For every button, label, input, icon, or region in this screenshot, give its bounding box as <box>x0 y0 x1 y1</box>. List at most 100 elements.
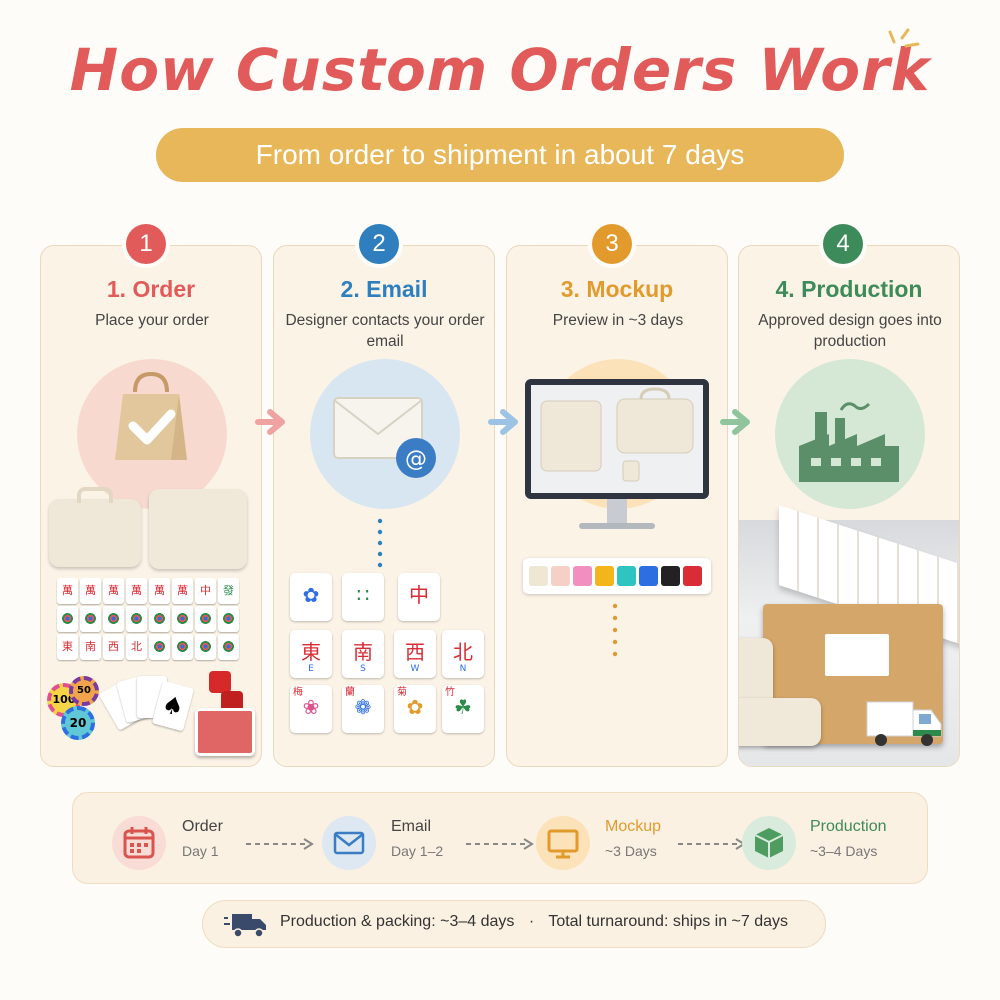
flower-tile-bamboo: 竹☘ <box>442 685 484 733</box>
step-badge-2: 2 <box>359 224 399 264</box>
flower-label: 蘭 <box>345 687 355 698</box>
wind-letter: W <box>410 664 420 674</box>
mahjong-tile: 萬 <box>126 578 147 604</box>
color-swatch <box>529 566 548 586</box>
mahjong-tile <box>195 634 216 660</box>
factory-icon <box>799 402 899 482</box>
footer-text: Production & packing: ~3–4 days · Total … <box>280 913 788 931</box>
svg-text:@: @ <box>405 447 427 472</box>
arrow-right-icon <box>255 409 285 435</box>
card-deck <box>195 708 255 756</box>
dots-tile: ∷ <box>342 573 384 621</box>
timeline-label: Email <box>391 818 432 835</box>
mahjong-tile: 中 <box>195 578 216 604</box>
step-card-order: 1. Order Place your order 萬 萬 萬 萬 萬 萬 中 … <box>40 245 262 767</box>
wind-letter: E <box>308 664 314 674</box>
wind-letter: N <box>459 664 467 674</box>
mahjong-tile: 西 <box>103 634 124 660</box>
color-swatch <box>595 566 614 586</box>
flower-tile-plum: 梅❀ <box>290 685 332 733</box>
mahjong-tile: 萬 <box>57 578 78 604</box>
timeline-sub: Day 1 <box>182 843 219 859</box>
mahjong-tile: 南 <box>80 634 101 660</box>
mahjong-tile: 萬 <box>80 578 101 604</box>
total-turnaround: Total turnaround: ships in ~7 days <box>548 913 789 930</box>
page-title: How Custom Orders Work <box>69 36 931 104</box>
timeline-label: Mockup <box>605 818 662 835</box>
dotted-connector <box>612 603 618 657</box>
timeline-sub: ~3–4 Days <box>810 843 878 859</box>
step-desc: Designer contacts your order email <box>285 312 485 350</box>
mahjong-tile <box>149 606 170 632</box>
step-title: 3. Mockup <box>560 276 674 302</box>
mahjong-tile <box>103 606 124 632</box>
timeline-label: Production <box>810 818 887 835</box>
step-title: 4. Production <box>775 276 923 302</box>
box-icon <box>742 816 796 870</box>
step-badge-4: 4 <box>823 224 863 264</box>
step-card-email: 2. Email Designer contacts your order em… <box>273 245 495 767</box>
case-lid <box>739 698 821 746</box>
mahjong-tile <box>172 634 193 660</box>
dashed-arrow <box>246 838 314 850</box>
step-card-mockup: 3. Mockup Preview in ~3 days <box>506 245 728 767</box>
truck-icon <box>224 914 266 938</box>
color-swatch <box>573 566 592 586</box>
wind-letter: S <box>360 664 366 674</box>
color-swatch <box>639 566 658 586</box>
carrying-case <box>739 638 773 708</box>
wind-tile-north: 北 <box>442 630 484 678</box>
case-lid <box>149 489 247 569</box>
step-icon-circle <box>775 359 925 509</box>
monitor-icon <box>536 816 590 870</box>
envelope-icon: @ <box>333 397 436 478</box>
mahjong-tile <box>218 606 239 632</box>
step-desc: Approved design goes into production <box>758 312 942 350</box>
subtitle-pill: From order to shipment in about 7 days <box>156 128 844 182</box>
wind-tile-west: 西 <box>394 630 436 678</box>
mahjong-tile: 萬 <box>172 578 193 604</box>
truck-icon <box>866 701 942 746</box>
monitor-icon <box>525 379 709 529</box>
flower-label: 菊 <box>397 687 407 698</box>
envelope-icon <box>322 816 376 870</box>
mahjong-tile <box>80 606 101 632</box>
red-dragon-tile: 中 <box>398 573 440 621</box>
at-sign-icon <box>396 438 436 478</box>
dice <box>221 691 243 713</box>
sparkle-icon <box>888 28 920 48</box>
dotted-connector <box>377 518 383 568</box>
color-swatch <box>617 566 636 586</box>
footer-pill <box>202 900 826 948</box>
flower-tile-orchid: 蘭❁ <box>342 685 384 733</box>
mahjong-tile: 發 <box>218 578 239 604</box>
separator: · <box>528 913 535 930</box>
flower-label: 梅 <box>293 687 303 698</box>
timeline-label: Order <box>182 818 223 835</box>
mahjong-tile <box>218 634 239 660</box>
dice <box>209 671 231 693</box>
mahjong-tile <box>172 606 193 632</box>
step-desc: Place your order <box>95 312 209 329</box>
color-swatch <box>683 566 702 586</box>
step-badge-3: 3 <box>592 224 632 264</box>
wind-tile-south: 南 <box>342 630 384 678</box>
checkmark-icon <box>128 409 176 445</box>
timeline-sub: Day 1–2 <box>391 843 444 859</box>
color-swatch <box>661 566 680 586</box>
mahjong-tile: 北 <box>126 634 147 660</box>
poker-chip: 20 <box>61 706 95 740</box>
step-card-production: 4. Production Approved design goes into … <box>738 245 960 767</box>
arrow-right-icon <box>488 409 518 435</box>
shipping-label <box>825 634 889 676</box>
production-time: Production & packing: ~3–4 days <box>280 913 515 930</box>
tile-rack: 萬 萬 萬 萬 萬 萬 中 發 東 南 西 北 <box>57 578 239 664</box>
mahjong-tile: 萬 <box>103 578 124 604</box>
calendar-icon <box>112 816 166 870</box>
wind-tile-east: 東 <box>290 630 332 678</box>
timeline-sub: ~3 Days <box>605 843 657 859</box>
bird-tile: ✿ <box>290 573 332 621</box>
mahjong-tile: 萬 <box>149 578 170 604</box>
color-swatch <box>551 566 570 586</box>
step-title: 2. Email <box>340 276 428 302</box>
